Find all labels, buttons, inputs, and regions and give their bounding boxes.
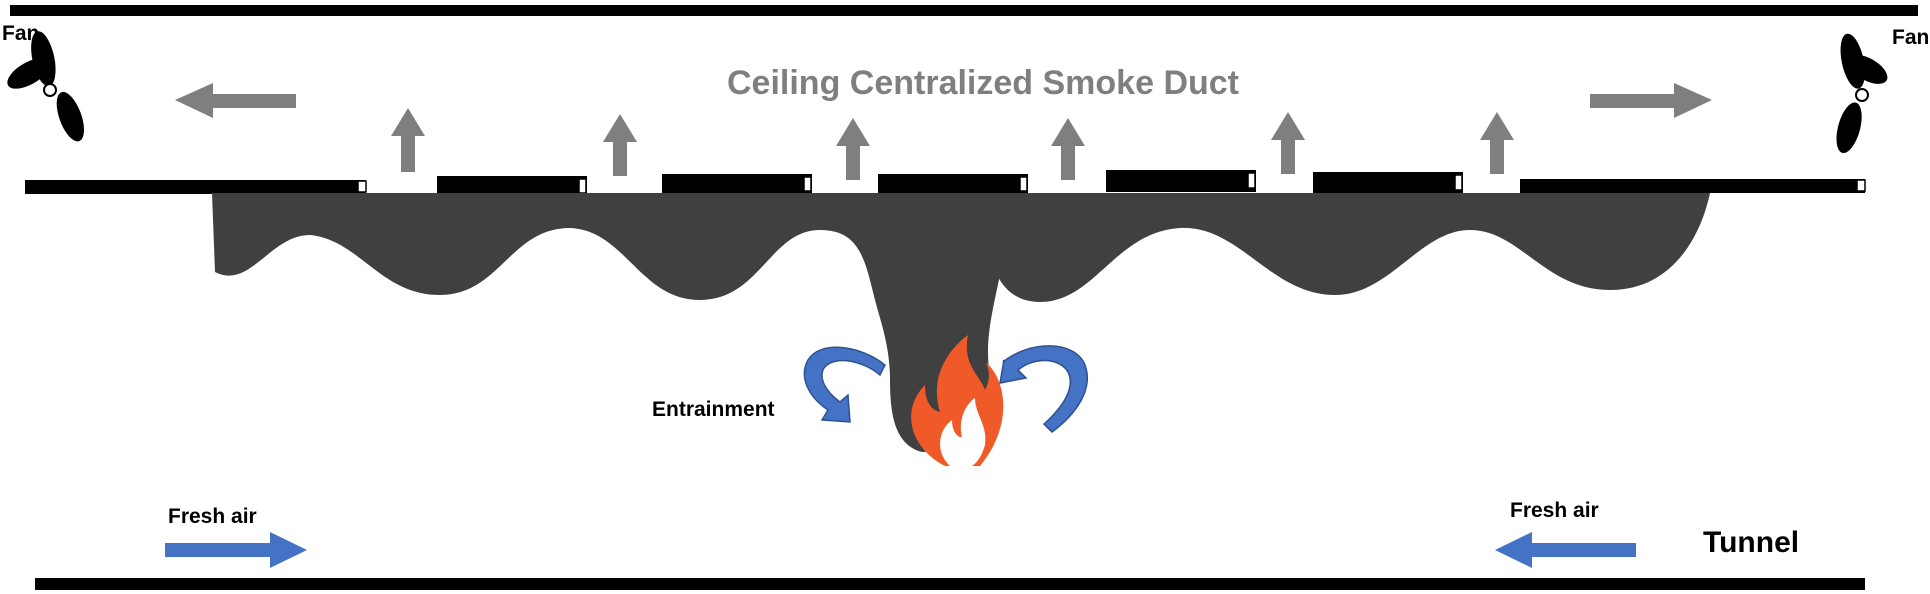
ceiling-segment [662, 174, 812, 194]
ceiling-segment-end [357, 180, 367, 193]
fan-icon [1836, 33, 1888, 154]
fresh-air-arrow-right [1495, 532, 1636, 568]
smoke-layer [212, 193, 1710, 452]
ceiling-segment [437, 176, 587, 196]
fan-label-right: Fan [1892, 26, 1929, 49]
duct-flow-arrow-left [175, 83, 296, 118]
entrainment-arrow-left [803, 346, 886, 423]
up-arrow [1051, 118, 1085, 180]
entrainment-arrow-right [999, 345, 1088, 433]
exhaust-arrows [391, 108, 1514, 180]
ceiling-segment [1520, 179, 1865, 193]
ceiling-segment-end [1019, 176, 1028, 192]
flame-icon [911, 335, 1004, 466]
up-arrow [603, 114, 637, 176]
duct-top-wall [10, 5, 1918, 16]
ceiling-segment [878, 174, 1028, 194]
ceiling-segment-end [578, 178, 587, 194]
up-arrow [1480, 112, 1514, 174]
tunnel-floor [35, 578, 1865, 590]
ceiling-segment-end [1454, 174, 1463, 191]
fan-label-left: Fan [2, 22, 39, 45]
fresh-air-arrow-left [165, 532, 307, 568]
ceiling-segment [1106, 170, 1256, 192]
duct-title: Ceiling Centralized Smoke Duct [727, 64, 1239, 102]
smoke-plume-fill [860, 238, 1015, 300]
ceiling-segment-end [1247, 172, 1256, 189]
up-arrow [391, 108, 425, 172]
duct-flow-arrow-right [1590, 83, 1712, 118]
ceiling-segment [25, 180, 365, 194]
ceiling-segment-end [803, 176, 812, 192]
fresh-air-label-left: Fresh air [168, 505, 257, 528]
fan-icon [7, 31, 84, 142]
up-arrow [836, 118, 870, 180]
ceiling-segment-end [1856, 179, 1866, 192]
tunnel-label: Tunnel [1703, 526, 1799, 559]
ceiling-slab [25, 170, 1866, 196]
up-arrow [1271, 112, 1305, 174]
entrainment-label: Entrainment [652, 398, 775, 421]
fresh-air-label-right: Fresh air [1510, 499, 1599, 522]
ceiling-segment [1313, 172, 1463, 194]
